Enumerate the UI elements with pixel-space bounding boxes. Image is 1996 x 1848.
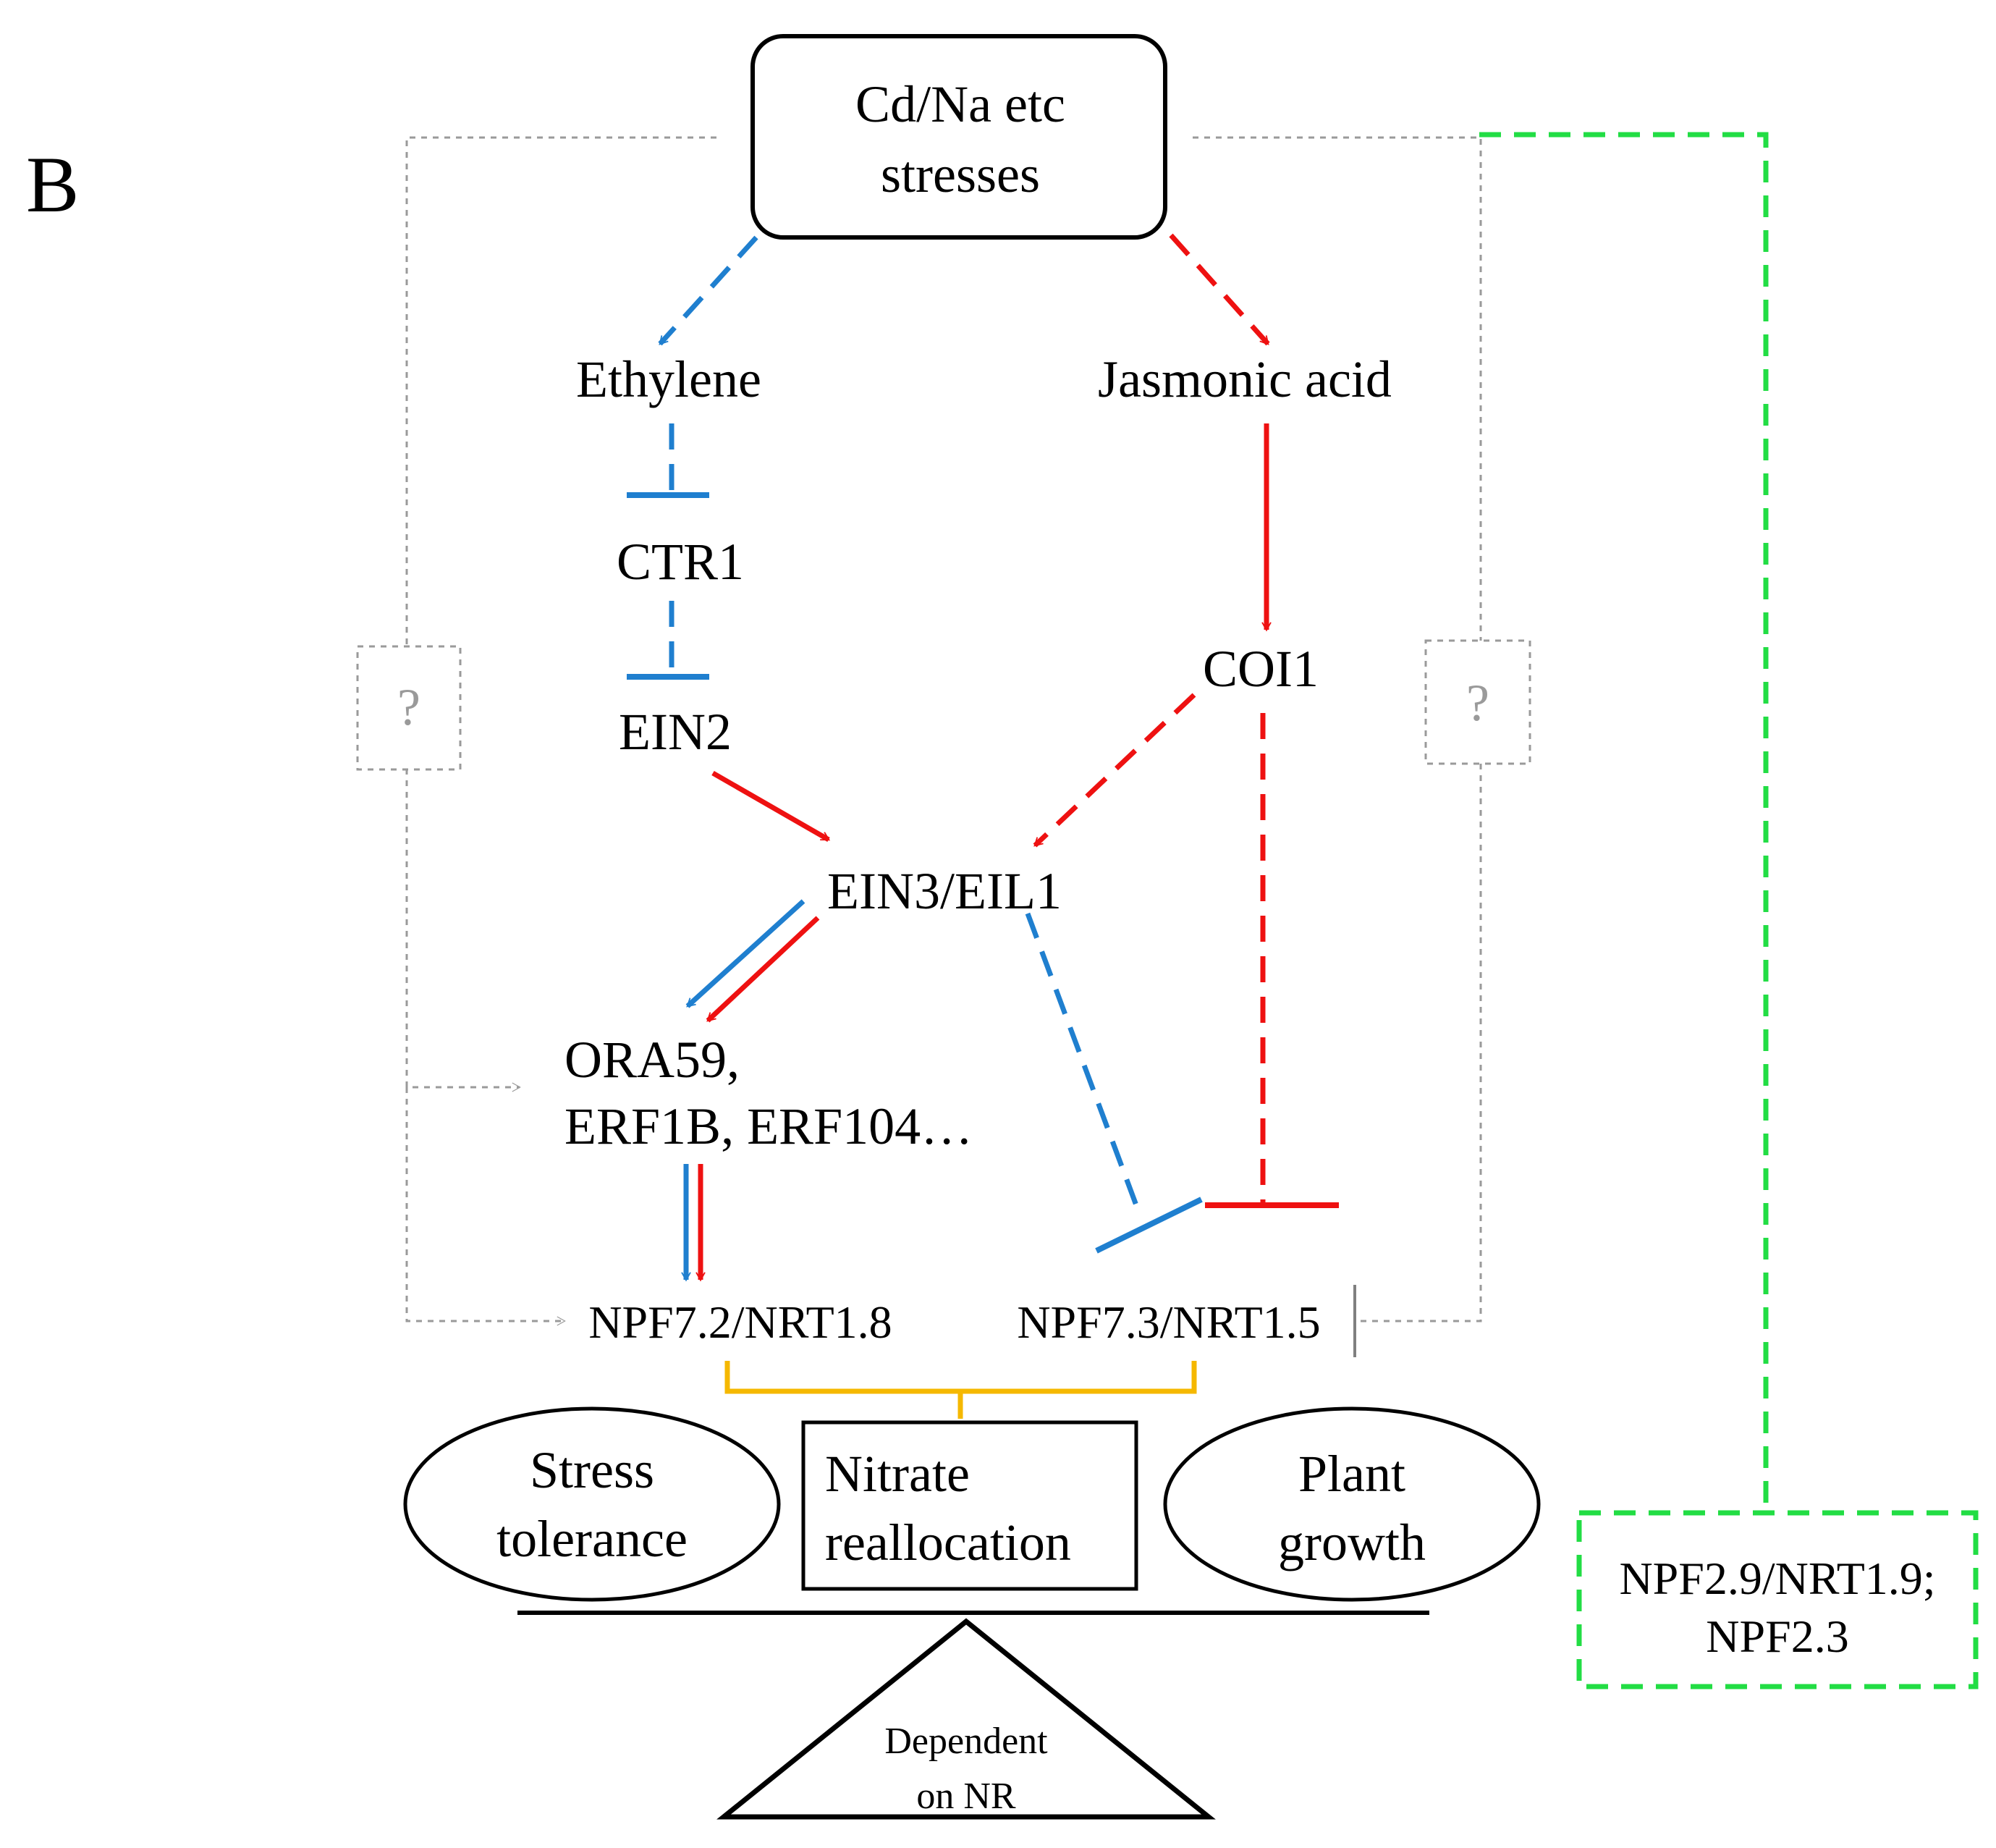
npf29-link xyxy=(1479,132,1769,1513)
ein2-label: EIN2 xyxy=(619,703,732,761)
npf29-label-line1: NPF2.9/NRT1.9; xyxy=(1619,1553,1935,1604)
nitrate-reallocation-line2: reallocation xyxy=(825,1514,1071,1571)
npf73-label: NPF7.3/NRT1.5 xyxy=(1017,1296,1320,1348)
panel-label: B xyxy=(26,140,79,229)
arrow-stress-to-ethylene xyxy=(658,235,758,346)
stress-tolerance-line2: tolerance xyxy=(496,1510,688,1568)
fulcrum-triangle xyxy=(716,1618,1216,1820)
jasmonic-acid-label: Jasmonic acid xyxy=(1098,350,1392,408)
arrow-coi1-to-ein3 xyxy=(1033,693,1196,848)
ctr1-label: CTR1 xyxy=(617,533,744,591)
npf29-label-line2: NPF2.3 xyxy=(1706,1611,1848,1662)
plant-growth-line2: growth xyxy=(1278,1514,1426,1571)
ethylene-label: Ethylene xyxy=(576,350,761,408)
erf-label-line1: ORA59, xyxy=(564,1031,740,1089)
plant-growth-ellipse xyxy=(1163,1406,1541,1602)
unknown-mark-left: ? xyxy=(397,678,420,736)
stress-box xyxy=(750,34,1167,240)
arrow-stress-to-jasmonic xyxy=(1169,233,1270,346)
arrow-ein3-to-erf-red xyxy=(706,916,820,1023)
npf72-label: NPF7.2/NRT1.8 xyxy=(588,1296,892,1348)
stress-tolerance-line1: Stress xyxy=(530,1441,654,1499)
inhibit-ein3-npf73 xyxy=(1025,912,1139,1207)
brace xyxy=(724,1361,1197,1419)
inhibit-bar-ein3-npf73 xyxy=(1095,1197,1203,1254)
plant-growth-line1: Plant xyxy=(1298,1445,1405,1503)
stress-label-line1: Cd/Na etc xyxy=(855,75,1065,133)
nitrate-reallocation-box xyxy=(801,1420,1138,1591)
erf-label-line2: ERF1B, ERF104… xyxy=(564,1097,973,1155)
nitrate-reallocation-line1: Nitrate xyxy=(825,1445,970,1503)
arrow-ein3-to-erf-blue xyxy=(685,899,805,1008)
ein3-eil1-label: EIN3/EIL1 xyxy=(827,862,1062,920)
coi1-label: COI1 xyxy=(1203,640,1319,698)
stress-label-line2: stresses xyxy=(881,145,1040,203)
arrow-ein2-to-ein3 xyxy=(711,770,831,843)
fulcrum-label-line2: on NR xyxy=(916,1776,1016,1817)
unknown-link-frame xyxy=(356,136,1531,1326)
npf29-box xyxy=(1576,1510,1979,1689)
stress-tolerance-ellipse xyxy=(403,1406,781,1602)
fulcrum-label-line1: Dependent xyxy=(884,1721,1048,1762)
unknown-mark-right: ? xyxy=(1466,674,1489,732)
